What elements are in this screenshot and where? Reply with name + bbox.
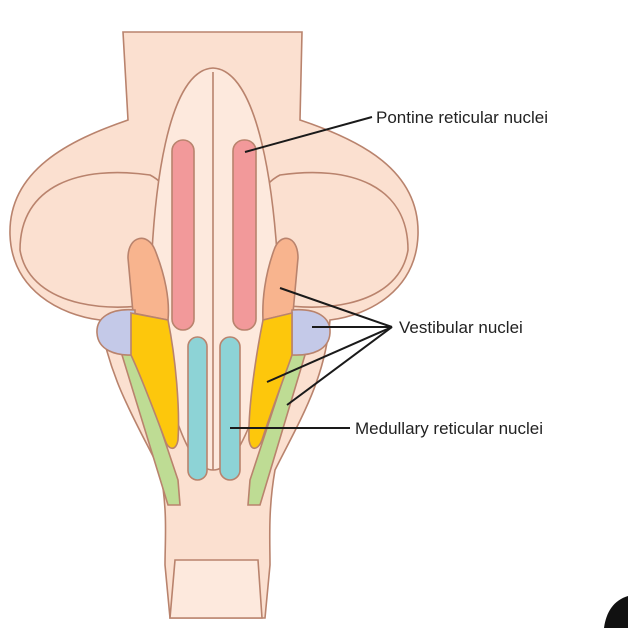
corner-mark: [604, 596, 628, 628]
pontine-leader: [244, 116, 373, 153]
vestibular-superior-left: [127, 237, 170, 321]
vestibular-leaders: [266, 287, 393, 406]
label-pontine-reticular: Pontine reticular nuclei: [376, 108, 548, 127]
label-medullary-reticular: Medullary reticular nuclei: [355, 419, 543, 438]
vestibular-lateral-left: [96, 308, 136, 356]
label-vestibular: Vestibular nuclei: [399, 318, 523, 337]
medullary-reticular-left: [187, 336, 208, 481]
pontine-reticular-right: [232, 139, 257, 331]
vestibular-lateral-right: [291, 308, 331, 356]
medullary-reticular-right: [219, 336, 241, 481]
pontine-reticular-left: [171, 139, 195, 331]
vestibular-superior-right: [262, 237, 299, 321]
vestibular-medial-left: [130, 312, 180, 450]
medulla-lower: [169, 559, 263, 619]
